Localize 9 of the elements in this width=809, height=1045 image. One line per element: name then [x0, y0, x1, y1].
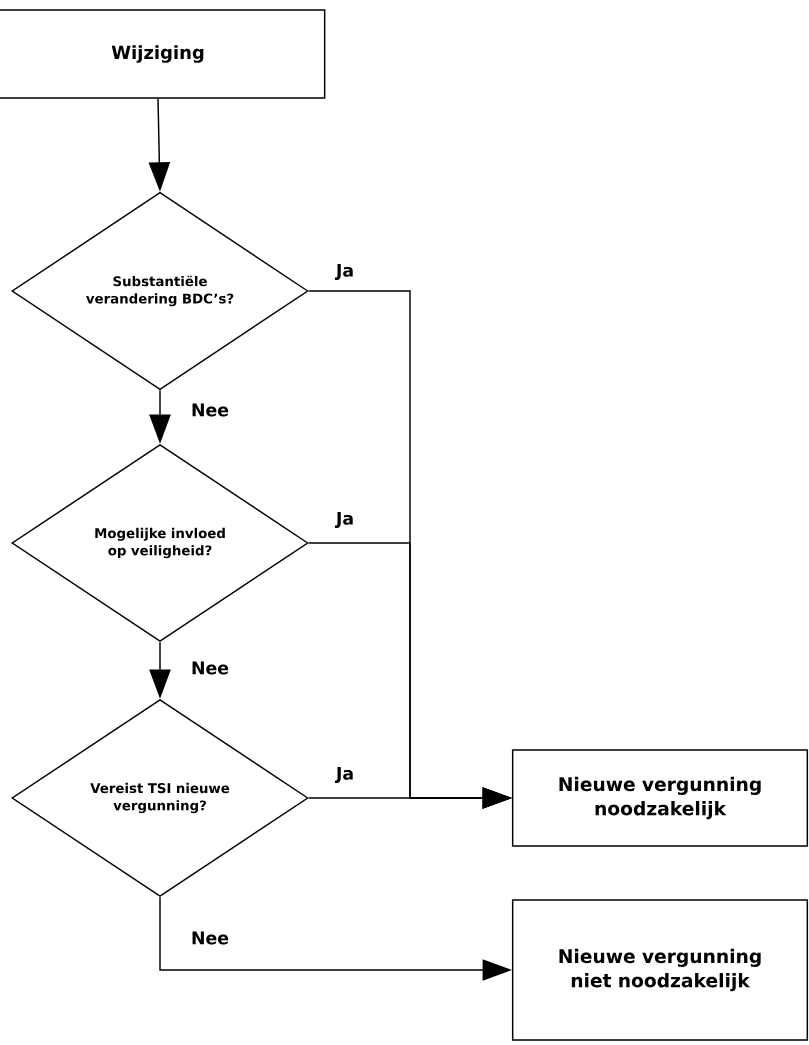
- edge-label: Nee: [192, 661, 229, 675]
- process-box: Nieuwe vergunning noodzakelijk: [511, 749, 809, 847]
- edge-label: Nee: [192, 403, 229, 417]
- process-box: Wijziging: [0, 9, 326, 99]
- process-box: Nieuwe vergunning niet noodzakelijk: [511, 899, 809, 1041]
- edge-label: Ja: [334, 263, 353, 281]
- edge-label: Ja: [334, 511, 353, 529]
- edge-label: Ja: [334, 766, 353, 784]
- edge-label: Nee: [192, 931, 229, 945]
